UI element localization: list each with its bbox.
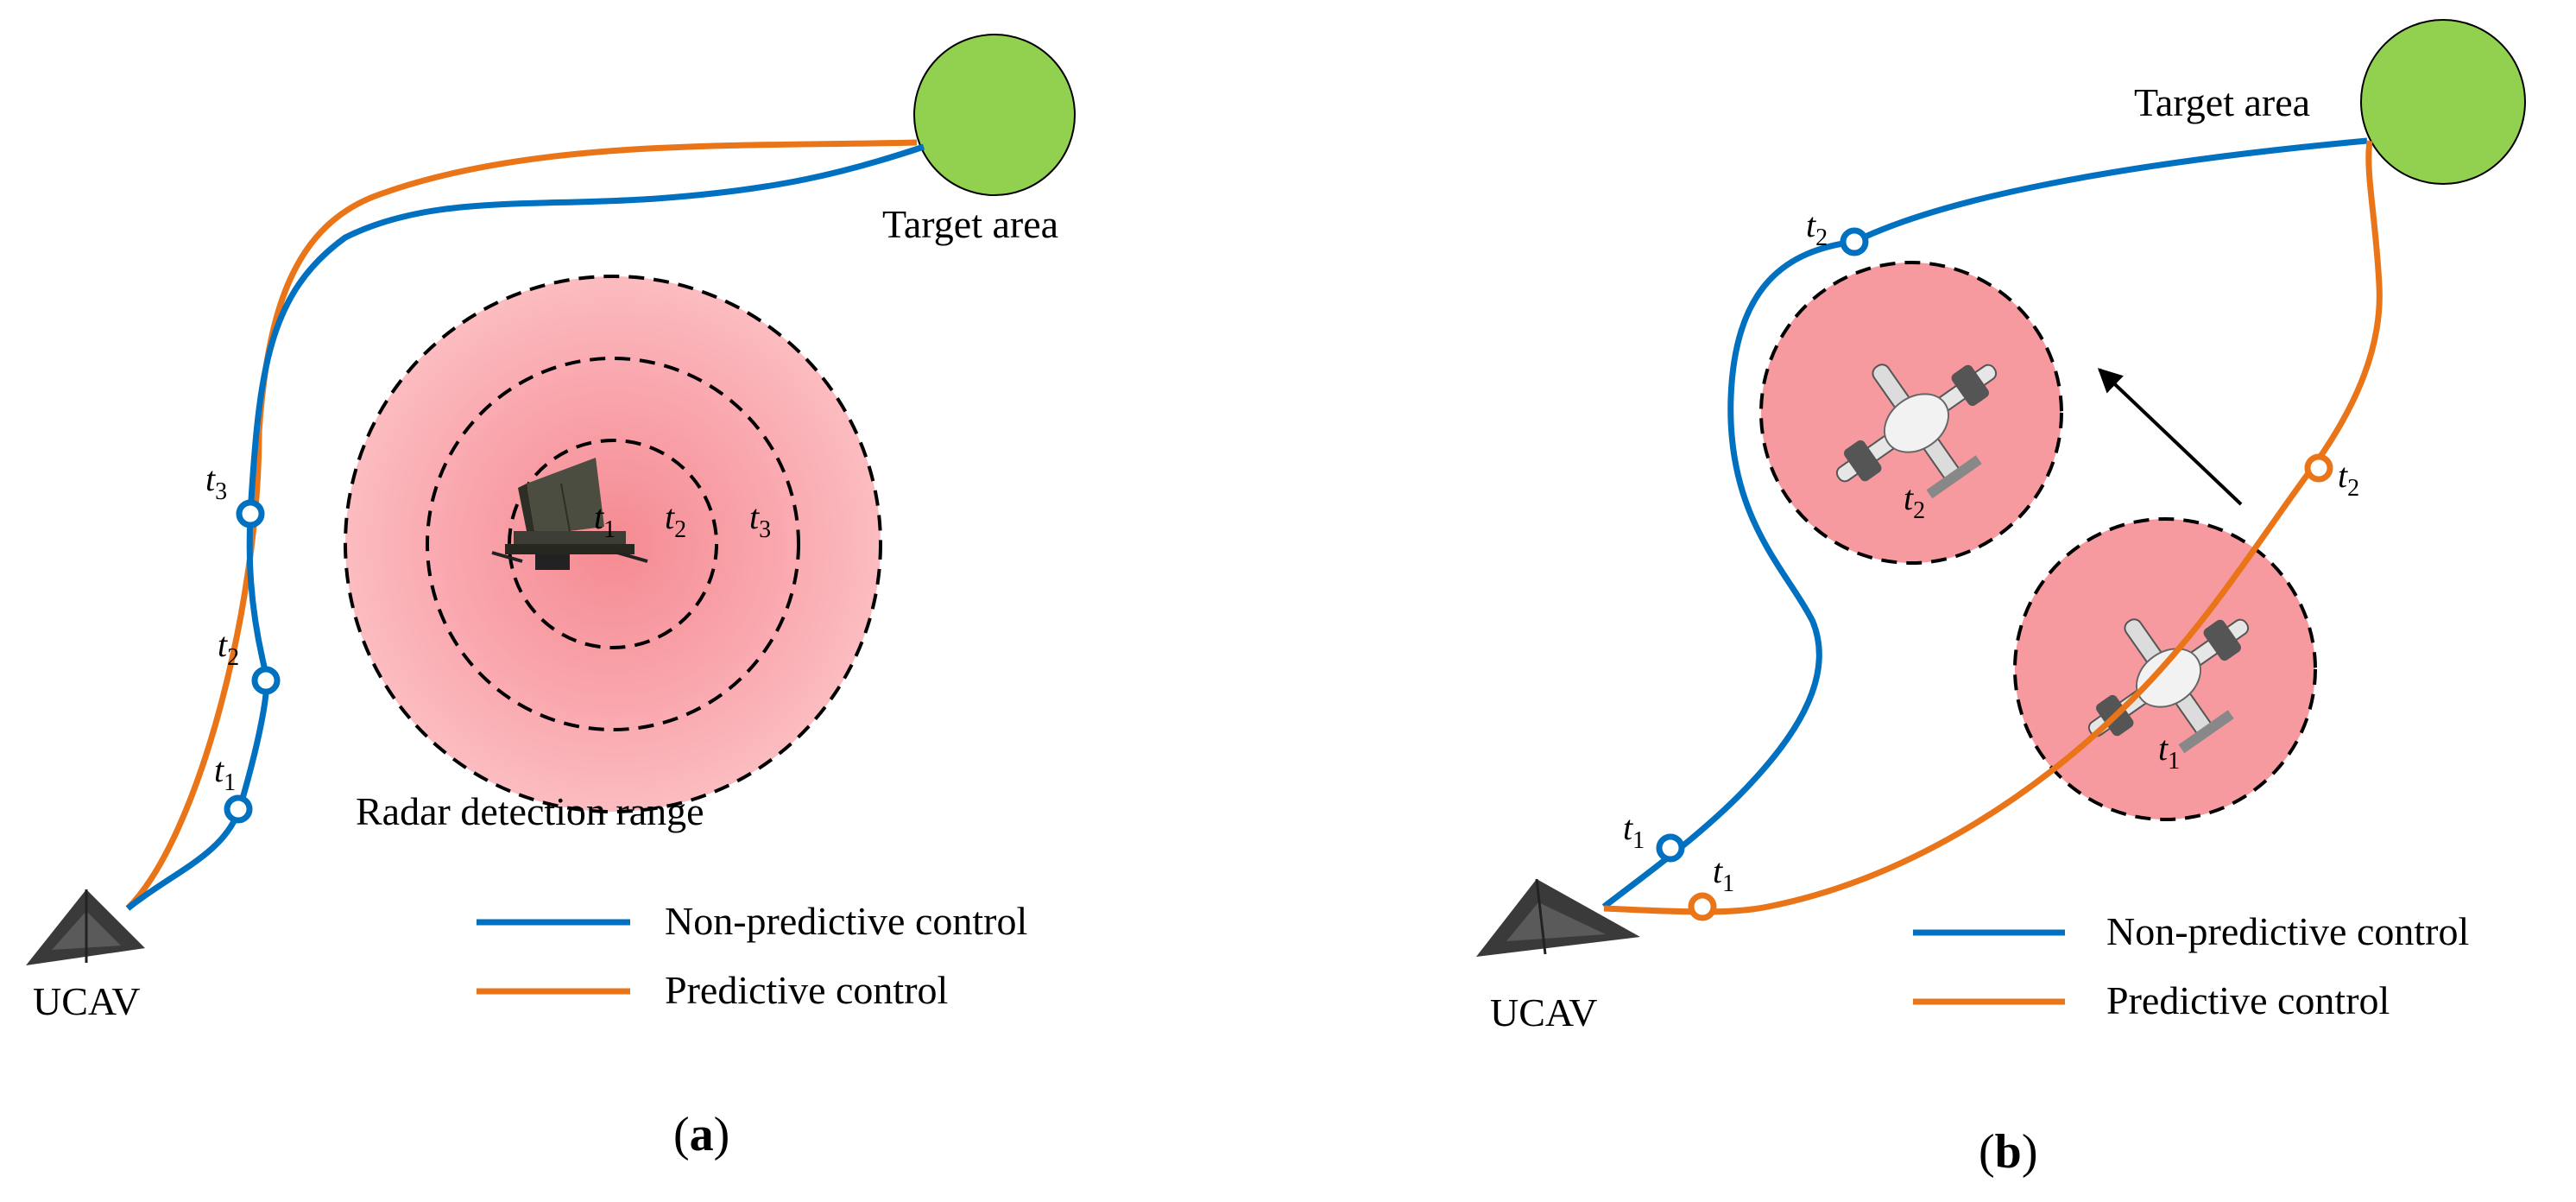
threat-label-t1: t1 bbox=[2158, 729, 2180, 775]
legend-b: Non-predictive control Predictive contro… bbox=[1913, 909, 2469, 1022]
marker-np-t1-b bbox=[1656, 833, 1685, 863]
panel-label-b: (b) bbox=[1979, 1125, 2037, 1179]
predictive-path-b bbox=[1603, 140, 2383, 915]
target-area-label-b: Target area bbox=[2134, 80, 2310, 124]
ucav-label-b: UCAV bbox=[1490, 990, 1597, 1034]
radar-ring-t2 bbox=[426, 357, 800, 731]
target-area-circle-b bbox=[2360, 19, 2526, 185]
non-predictive-path-b bbox=[1601, 137, 2368, 909]
threat-motion-arrow bbox=[2097, 368, 2243, 506]
panel-b: t2 t1 Target area t2 t1 t2 t1 UCAV Non-p… bbox=[1476, 19, 2526, 1179]
target-area-circle-a bbox=[913, 34, 1076, 196]
radar-ring-label-t1: t1 bbox=[594, 497, 616, 543]
ucav-icon-a bbox=[26, 889, 145, 965]
marker-label-t2-a: t2 bbox=[218, 625, 239, 671]
threat-label-t2: t2 bbox=[1904, 478, 1925, 524]
marker-t2-a bbox=[251, 666, 281, 695]
legend-label-non-predictive-a: Non-predictive control bbox=[665, 899, 1027, 943]
marker-np-t2-b bbox=[1840, 227, 1869, 256]
marker-label-np-t1-b: t1 bbox=[1623, 808, 1645, 854]
marker-p-t1-b bbox=[1688, 892, 1717, 921]
non-predictive-path-a bbox=[125, 143, 925, 911]
legend-a: Non-predictive control Predictive contro… bbox=[477, 899, 1027, 1012]
legend-label-predictive-b: Predictive control bbox=[2106, 978, 2390, 1022]
legend-label-non-predictive-b: Non-predictive control bbox=[2106, 909, 2469, 953]
marker-p-t2-b bbox=[2304, 453, 2333, 483]
radar-ring-t1 bbox=[508, 439, 718, 649]
marker-t3-a bbox=[236, 499, 265, 528]
ucav-label-a: UCAV bbox=[33, 979, 140, 1023]
aircraft-icon-t2 bbox=[1835, 364, 1998, 499]
radar-ring-label-t2: t2 bbox=[665, 497, 686, 543]
marker-label-p-t2-b: t2 bbox=[2338, 456, 2359, 502]
marker-label-t3-a: t3 bbox=[205, 459, 227, 505]
radar-detection-label: Radar detection range bbox=[356, 789, 704, 833]
legend-label-predictive-a: Predictive control bbox=[665, 968, 948, 1012]
marker-label-p-t1-b: t1 bbox=[1713, 851, 1734, 897]
radar-ring-label-t3: t3 bbox=[749, 497, 771, 543]
marker-t1-a bbox=[224, 794, 253, 824]
target-area-label-a: Target area bbox=[882, 202, 1058, 246]
marker-label-t1-a: t1 bbox=[214, 750, 236, 796]
radar-icon bbox=[491, 458, 648, 570]
predictive-path-a bbox=[125, 139, 918, 911]
panel-a: t1 t2 t3 Radar detection range Target ar… bbox=[26, 34, 1076, 1161]
ucav-icon-b bbox=[1476, 878, 1640, 957]
marker-label-np-t2-b: t2 bbox=[1806, 206, 1828, 251]
panel-label-a: (a) bbox=[673, 1108, 729, 1161]
